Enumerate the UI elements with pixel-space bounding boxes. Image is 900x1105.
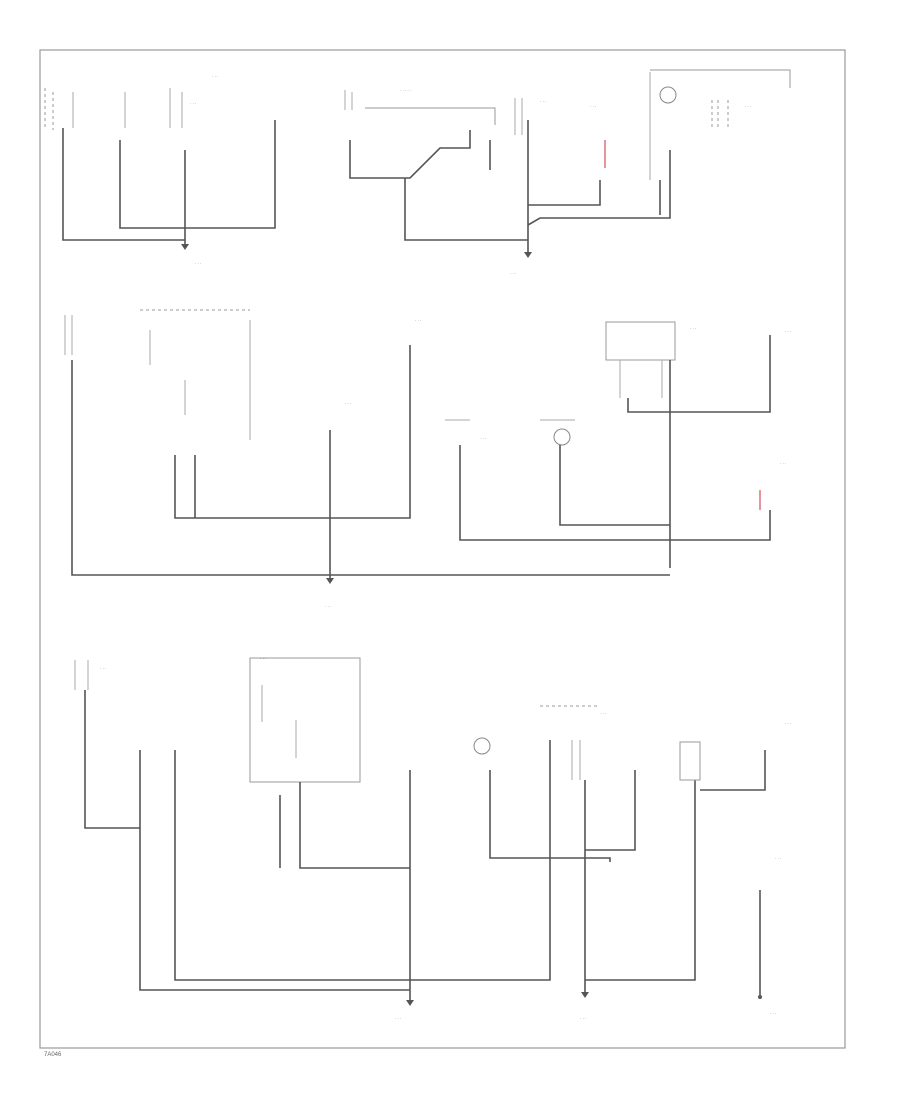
- section-bottom: [74, 657, 766, 1006]
- footer-code: 7A046: [44, 1052, 62, 1058]
- svg-text:· · ·: · · ·: [770, 1011, 776, 1016]
- svg-text:· · ·: · · ·: [395, 1016, 401, 1021]
- svg-text:· · ·: · · ·: [775, 856, 781, 861]
- svg-text:· · ·: · · ·: [260, 656, 266, 661]
- svg-text:· · ·: · · ·: [540, 99, 546, 104]
- svg-text:· · ·: · · ·: [785, 329, 791, 334]
- svg-text:· · ·: · · ·: [745, 104, 751, 109]
- svg-text:· · ·: · · ·: [212, 74, 218, 79]
- svg-text:· · ·: · · ·: [510, 271, 516, 276]
- svg-text:· · ·: · · ·: [690, 326, 696, 331]
- svg-text:· · ·: · · ·: [590, 104, 596, 109]
- diagram-border: [39, 49, 846, 1049]
- section-middle: [64, 309, 771, 584]
- svg-text:· · ·: · · ·: [480, 436, 486, 441]
- component-labels: · · · · · · · · · · · · · · · · · · · · …: [100, 74, 791, 1021]
- svg-text:· · ·: · · ·: [345, 401, 351, 406]
- svg-text:· · ·: · · ·: [600, 711, 606, 716]
- svg-text:· · · · ·: · · · · ·: [400, 88, 411, 93]
- svg-text:· · ·: · · ·: [190, 101, 196, 106]
- svg-text:· · ·: · · ·: [100, 666, 106, 671]
- svg-text:· · ·: · · ·: [325, 604, 331, 609]
- svg-text:· · ·: · · ·: [785, 721, 791, 726]
- svg-text:· · ·: · · ·: [580, 1016, 586, 1021]
- svg-text:· · ·: · · ·: [415, 318, 421, 323]
- svg-text:· · ·: · · ·: [780, 461, 786, 466]
- svg-text:· · ·: · · ·: [195, 261, 201, 266]
- section-top: [44, 69, 791, 258]
